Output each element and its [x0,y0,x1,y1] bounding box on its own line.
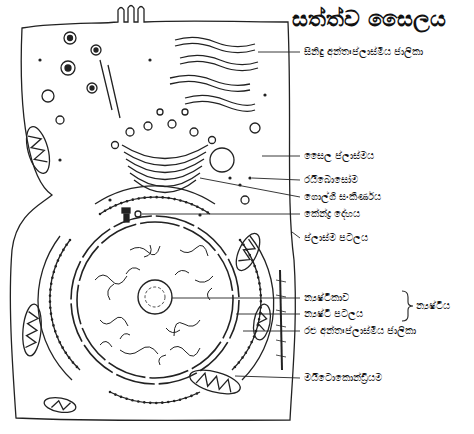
lysosome [210,148,234,172]
cell-membrane [10,6,295,421]
part-label: ගොල්ගි සංකීර්ණය [304,191,381,203]
cell-junction [276,280,286,357]
leader-lines [142,52,300,378]
vesicles [42,32,120,124]
part-label: න්‍යෂ්ටිකාව [304,292,349,304]
cell-junction [280,270,282,370]
part-label: කේන්ද්‍ර දේහය [304,208,360,220]
part-label: න්‍යෂ්ටිය [416,300,450,312]
part-label: රයිබොසෝම [304,174,358,186]
vesicle [241,196,249,204]
part-label: සිනිඳු අන්තඃප්ලාස්මීය ජාලිකා [304,46,423,58]
ribosomes [38,58,266,216]
part-label: න්‍යෂ්ටි පටලය [304,308,363,320]
part-label: මයිටොකොන්ඩ්‍රියම [304,372,382,384]
vesicle [250,123,260,133]
nucleus [71,216,239,384]
rough-er [38,186,274,403]
mitochondria [21,124,273,414]
part-label: රළු අන්තඃප්ලාස්මීය ජාලිකා [304,325,416,337]
title: සත්ත්ව සෛලය [292,6,446,32]
smooth-er [170,37,258,111]
brace [402,291,413,321]
part-label: ප්ලාස්ම පටලය [304,232,368,244]
golgi-complex [112,109,216,193]
part-label: සෛල ප්ලාස්මය [304,150,374,162]
